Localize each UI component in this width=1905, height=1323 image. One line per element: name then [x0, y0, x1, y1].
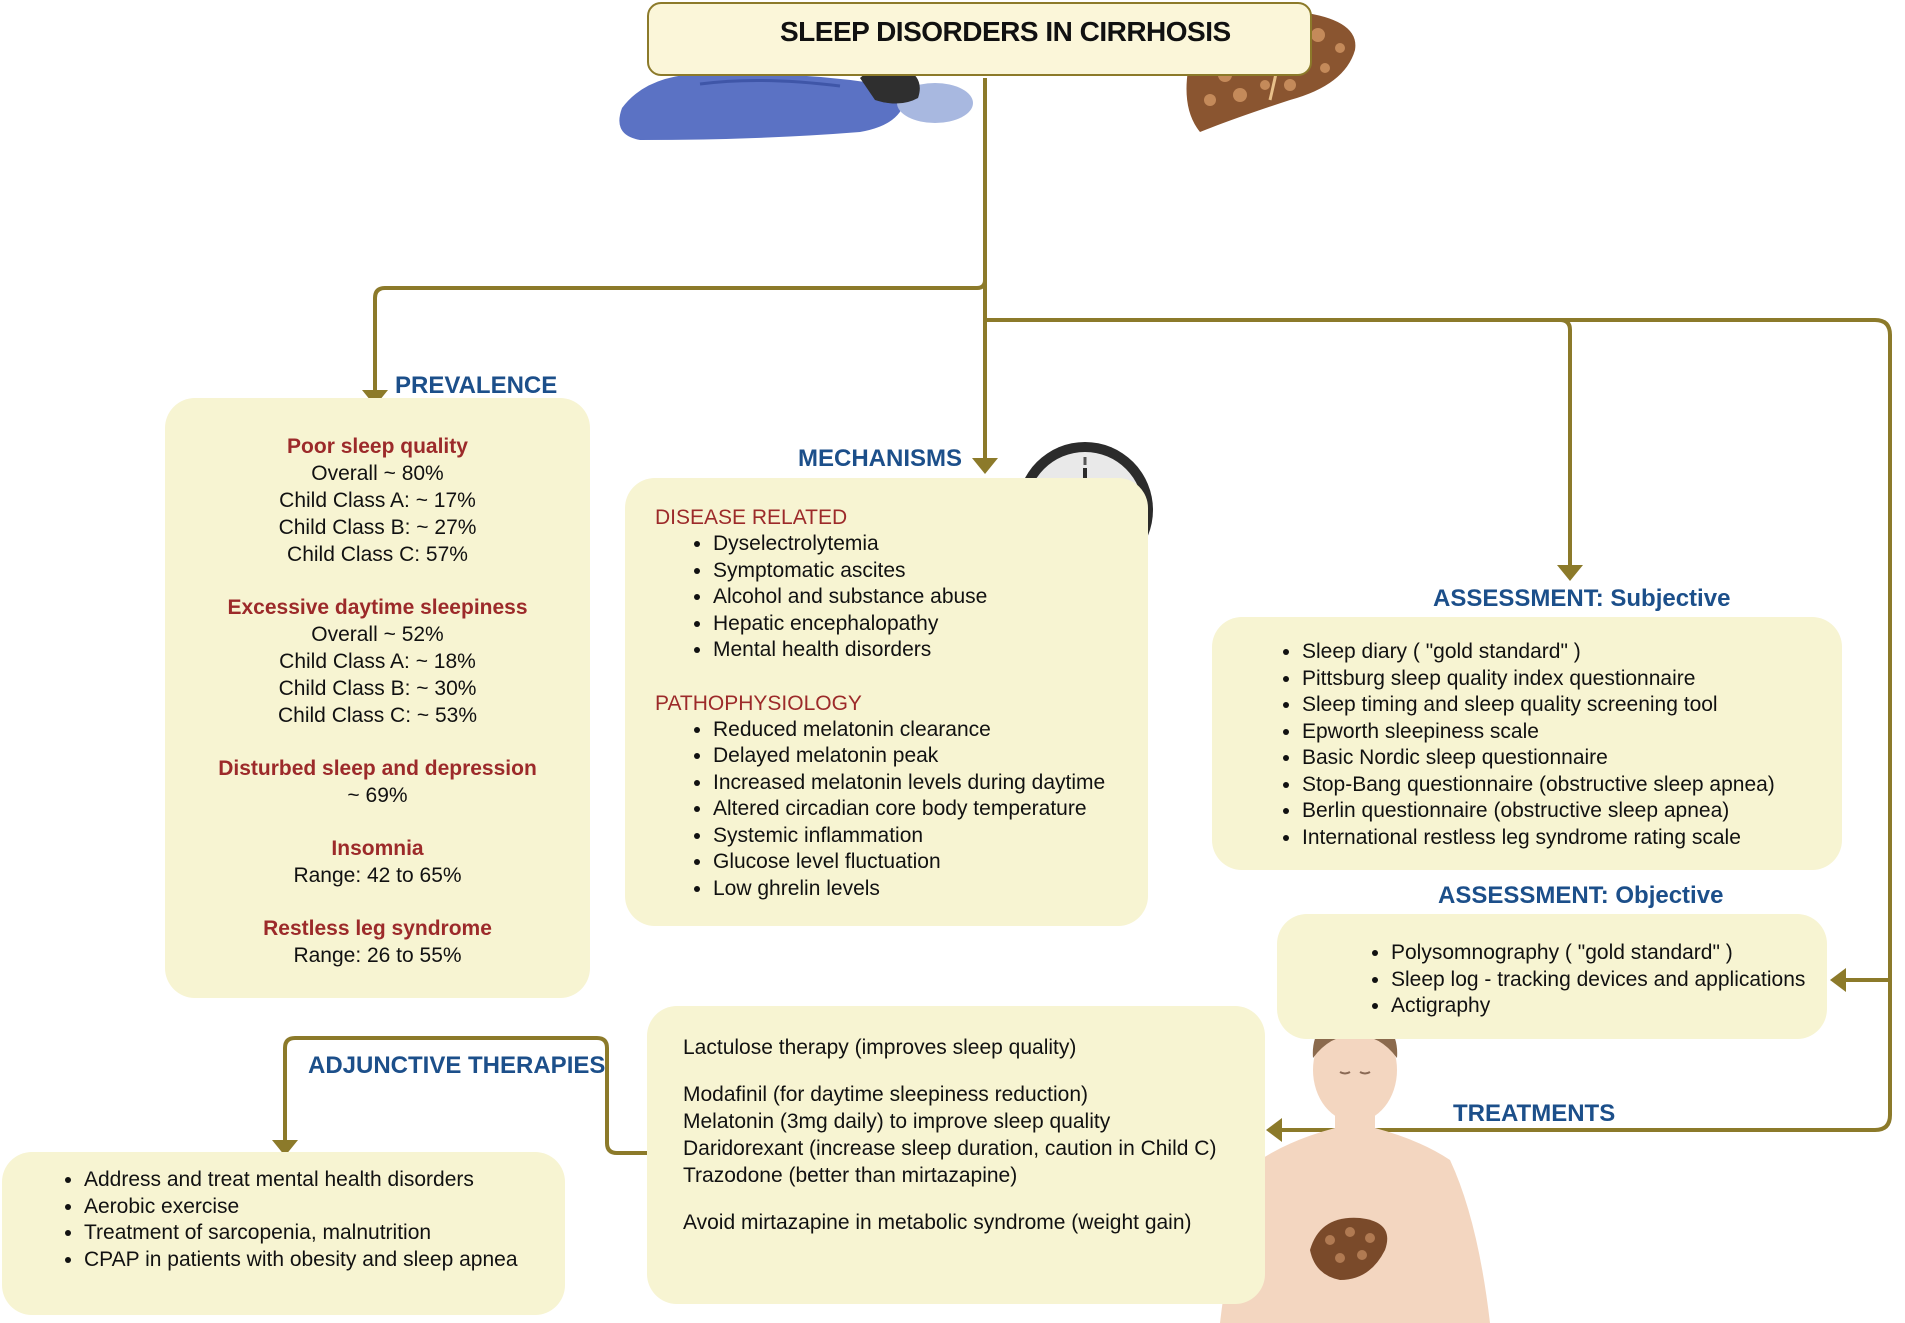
list-item: International restless leg syndrome rati… [1302, 825, 1842, 852]
section-line: ~ 69% [347, 784, 408, 807]
assessment-subjective-list: Sleep diary ( "gold standard" ) Pittsbur… [1268, 639, 1842, 851]
section-line: Child Class B: ~ 30% [278, 677, 477, 700]
treatments-box: Lactulose therapy (improves sleep qualit… [647, 1006, 1265, 1304]
sleeping-person-icon [619, 65, 973, 140]
title-box [647, 2, 1312, 76]
section-title: Restless leg syndrome [263, 917, 492, 940]
treatments-heading: TREATMENTS [1453, 1100, 1616, 1127]
list-item: Glucose level fluctuation [713, 849, 1148, 876]
section-title: Poor sleep quality [287, 435, 468, 458]
list-item: Reduced melatonin clearance [713, 717, 1148, 744]
section-line: Child Class A: ~ 18% [279, 650, 476, 673]
pathophysiology-list: Reduced melatonin clearance Delayed mela… [655, 717, 1148, 903]
adjunctive-box: Address and treat mental health disorder… [2, 1152, 565, 1315]
pathophysiology-title: PATHOPHYSIOLOGY [655, 691, 862, 715]
list-item: Berlin questionnaire (obstructive sleep … [1302, 798, 1842, 825]
section-line: Child Class A: ~ 17% [279, 489, 476, 512]
section-line: Overall ~ 80% [311, 462, 444, 485]
list-item: Systemic inflammation [713, 823, 1148, 850]
prevalence-heading: PREVALENCE [395, 372, 558, 399]
list-item: Sleep timing and sleep quality screening… [1302, 692, 1842, 719]
list-item: Alcohol and substance abuse [713, 584, 1148, 611]
list-item: Actigraphy [1391, 993, 1827, 1020]
mechanisms-box: DISEASE RELATED Dyselectrolytemia Sympto… [625, 478, 1148, 926]
list-item: Altered circadian core body temperature [713, 796, 1148, 823]
prevalence-section: Disturbed sleep and depression ~ 69% [165, 755, 590, 809]
connector-title-trunk [983, 78, 1892, 1132]
arrowhead-assessment-subjective [1557, 565, 1583, 581]
list-item: Pittsburg sleep quality index questionna… [1302, 666, 1842, 693]
list-item: Dyselectrolytemia [713, 531, 1148, 558]
section-line: Child Class C: 57% [287, 543, 468, 566]
arrowhead-assessment-objective [1830, 968, 1846, 992]
section-line: Range: 26 to 55% [293, 944, 462, 967]
list-item: Treatment of sarcopenia, malnutrition [84, 1220, 565, 1247]
disease-related-title: DISEASE RELATED [655, 506, 848, 529]
prevalence-section: Excessive daytime sleepiness Overall ~ 5… [165, 594, 590, 729]
section-line: Overall ~ 52% [311, 623, 444, 646]
arrowhead-treatments [1266, 1118, 1282, 1142]
connector-to-prevalence [373, 279, 987, 390]
list-item: Sleep diary ( "gold standard" ) [1302, 639, 1842, 666]
list-item: Sleep log - tracking devices and applica… [1391, 967, 1827, 994]
adjunctive-list: Address and treat mental health disorder… [50, 1167, 565, 1273]
list-item: Address and treat mental health disorder… [84, 1167, 565, 1194]
section-title: Disturbed sleep and depression [218, 757, 537, 780]
treatment-line: Melatonin (3mg daily) to improve sleep q… [683, 1110, 1111, 1133]
list-item: Hepatic encephalopathy [713, 611, 1148, 638]
arrowhead-adjunctive [272, 1140, 298, 1156]
list-item: Delayed melatonin peak [713, 743, 1148, 770]
list-item: Symptomatic ascites [713, 558, 1148, 585]
treatment-line: Lactulose therapy (improves sleep qualit… [683, 1036, 1077, 1059]
arrowhead-mechanisms [972, 458, 998, 474]
list-item: CPAP in patients with obesity and sleep … [84, 1247, 565, 1274]
prevalence-section: Poor sleep quality Overall ~ 80% Child C… [165, 433, 590, 568]
section-line: Range: 42 to 65% [293, 864, 462, 887]
connector-to-assessment-subjective [1559, 318, 1572, 565]
list-item: Stop-Bang questionnaire (obstructive sle… [1302, 772, 1842, 799]
page-title: SLEEP DISORDERS IN CIRRHOSIS [780, 16, 1231, 47]
prevalence-section: Insomnia Range: 42 to 65% [165, 835, 590, 889]
assessment-subjective-box: Sleep diary ( "gold standard" ) Pittsbur… [1212, 617, 1842, 870]
prevalence-section: Restless leg syndrome Range: 26 to 55% [165, 915, 590, 969]
section-title: Excessive daytime sleepiness [227, 596, 528, 619]
mechanisms-heading: MECHANISMS [798, 445, 963, 472]
list-item: Aerobic exercise [84, 1194, 565, 1221]
assessment-objective-heading: ASSESSMENT: Objective [1438, 882, 1724, 909]
section-title: Insomnia [331, 837, 424, 860]
list-item: Epworth sleepiness scale [1302, 719, 1842, 746]
assessment-objective-box: Polysomnography ( "gold standard" ) Slee… [1277, 914, 1827, 1039]
list-item: Basic Nordic sleep questionnaire [1302, 745, 1842, 772]
list-item: Increased melatonin levels during daytim… [713, 770, 1148, 797]
treatment-line: Modafinil (for daytime sleepiness reduct… [683, 1083, 1089, 1106]
disease-related-list: Dyselectrolytemia Symptomatic ascites Al… [655, 531, 1148, 664]
list-item: Polysomnography ( "gold standard" ) [1391, 940, 1827, 967]
assessment-objective-list: Polysomnography ( "gold standard" ) Slee… [1357, 940, 1827, 1020]
assessment-subjective-heading: ASSESSMENT: Subjective [1433, 585, 1731, 612]
prevalence-box: Poor sleep quality Overall ~ 80% Child C… [165, 398, 590, 998]
treatment-line: Trazodone (better than mirtazapine) [683, 1164, 1018, 1187]
adjunctive-heading: ADJUNCTIVE THERAPIES [308, 1052, 606, 1079]
connector-to-adjunctive [283, 1036, 647, 1155]
treatment-line: Daridorexant (increase sleep duration, c… [683, 1137, 1217, 1160]
section-line: Child Class B: ~ 27% [278, 516, 477, 539]
list-item: Low ghrelin levels [713, 876, 1148, 903]
section-line: Child Class C: ~ 53% [278, 704, 477, 727]
list-item: Mental health disorders [713, 637, 1148, 664]
treatment-line: Avoid mirtazapine in metabolic syndrome … [683, 1211, 1192, 1234]
